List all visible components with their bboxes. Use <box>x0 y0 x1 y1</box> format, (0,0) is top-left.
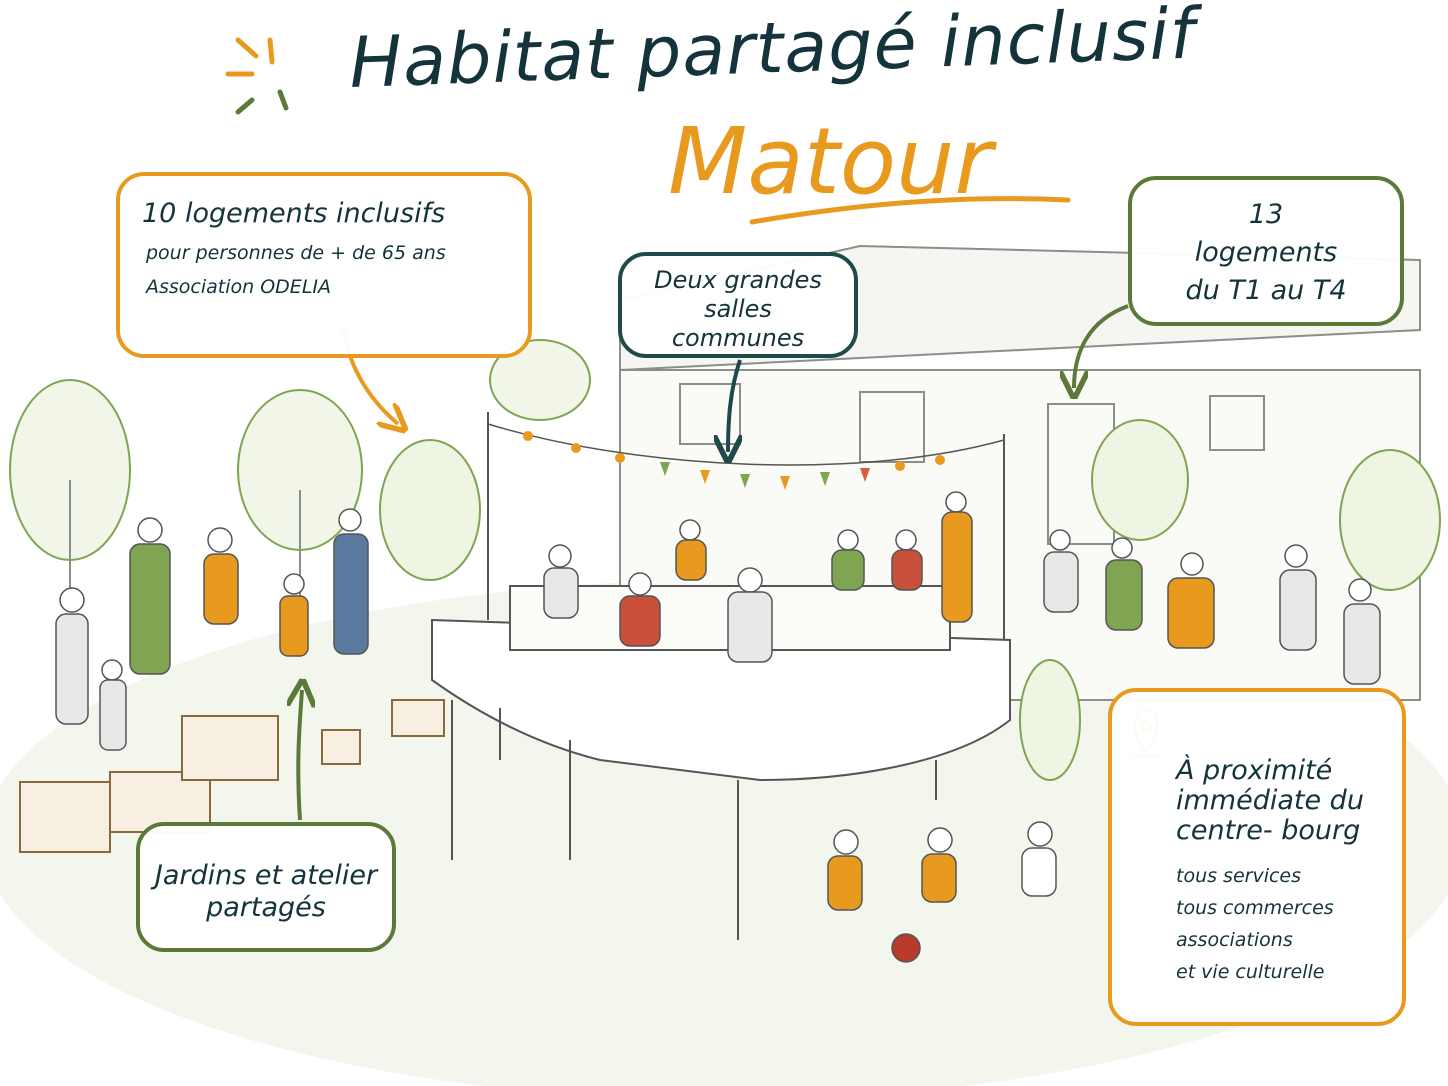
title-underline <box>749 196 1071 225</box>
arrow-icon <box>728 359 740 452</box>
callout-line: communes <box>671 324 805 352</box>
callout-line: partagés <box>206 892 326 923</box>
callout-line: logements <box>1194 237 1338 268</box>
page-subtitle: Matour <box>668 108 993 215</box>
callout-line: immédiate du <box>1176 785 1364 816</box>
callout-line: 13 <box>1248 199 1284 230</box>
callout-line: centre- bourg <box>1176 815 1361 846</box>
planters <box>19 699 445 853</box>
callout-line: Deux grandes <box>654 266 822 294</box>
ball <box>891 933 921 963</box>
arrow-icon <box>1074 304 1129 388</box>
list-item: associations <box>1176 929 1293 951</box>
callout-line: À proximité <box>1176 755 1333 786</box>
callout-line: du T1 au T4 <box>1185 275 1347 306</box>
callout-logements-t1-t4: 13 logements du T1 au T4 <box>1128 176 1404 326</box>
terrace <box>431 412 1011 940</box>
callout-salles-communes: Deux grandes salles communes <box>618 252 858 358</box>
callout-proximite: À proximité immédiate du centre- bourg t… <box>1108 688 1406 1026</box>
list-item: tous commerces <box>1176 897 1334 919</box>
callout-line: Jardins et atelier <box>154 860 378 891</box>
callout-line: pour personnes de + de 65 ans <box>146 242 446 264</box>
ground <box>0 580 1448 1086</box>
callout-jardins: Jardins et atelier partagés <box>136 822 396 952</box>
people <box>55 491 1381 911</box>
callout-line: salles <box>704 295 772 323</box>
sparkle-icon <box>225 37 289 115</box>
callout-heading: 10 logements inclusifs <box>142 198 446 229</box>
list-item: et vie culturelle <box>1176 961 1325 983</box>
trees <box>9 339 1441 781</box>
callout-line: Association ODELIA <box>146 276 331 298</box>
callout-logements-inclusifs: 10 logements inclusifs pour personnes de… <box>116 172 532 358</box>
arrow-icon <box>298 690 302 821</box>
list-item: tous services <box>1176 865 1302 887</box>
bunting <box>487 423 1005 490</box>
